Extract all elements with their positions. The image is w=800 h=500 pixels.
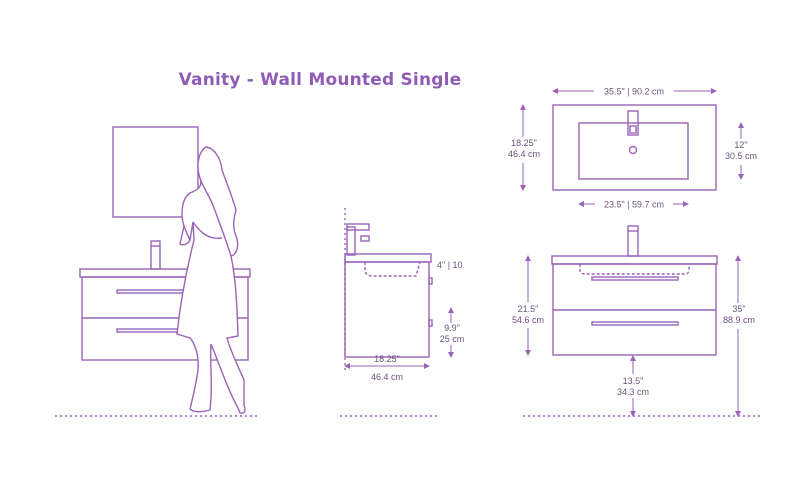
plan-view [552, 104, 717, 191]
label-mount-height-cm: 88.9 cm [723, 315, 755, 325]
label-side-top-thickness: 4" | 10 [437, 260, 463, 270]
label-drawer-height-cm: 25 cm [440, 334, 465, 344]
label-cabinet-height-cm: 54.6 cm [512, 315, 544, 325]
label-floor-clearance-in: 13.5" [623, 376, 644, 386]
person-scene [79, 126, 251, 414]
label-mount-height-in: 35" [732, 304, 745, 314]
label-top-depth-in: 18.25" [511, 138, 537, 148]
label-top-width: 35.5" | 90.2 cm [604, 87, 664, 97]
label-drawer-height-in: 9.9" [444, 323, 460, 333]
faucet-left [150, 240, 161, 270]
label-basin-depth-cm: 30.5 cm [725, 151, 757, 161]
label-side-depth-cm: 46.4 cm [371, 372, 403, 382]
vanity-left [79, 268, 251, 361]
label-top-depth-cm: 46.4 cm [508, 149, 540, 159]
label-floor-clearance-cm: 34.3 cm [617, 387, 649, 397]
label-basin-width: 23.5" | 59.7 cm [604, 200, 664, 210]
diagram-title: Vanity - Wall Mounted Single [178, 70, 462, 90]
faucet-side [346, 223, 370, 256]
label-basin-depth-in: 12" [734, 140, 747, 150]
front-view [551, 225, 718, 356]
dimension-labels: 35.5" | 90.2 cm 18.25" 46.4 cm 12" 30.5 … [371, 84, 761, 398]
woman-figure [176, 146, 246, 414]
side-view [344, 208, 433, 372]
label-cabinet-height-in: 21.5" [518, 304, 539, 314]
label-side-depth-in: 18.25" [374, 354, 400, 364]
